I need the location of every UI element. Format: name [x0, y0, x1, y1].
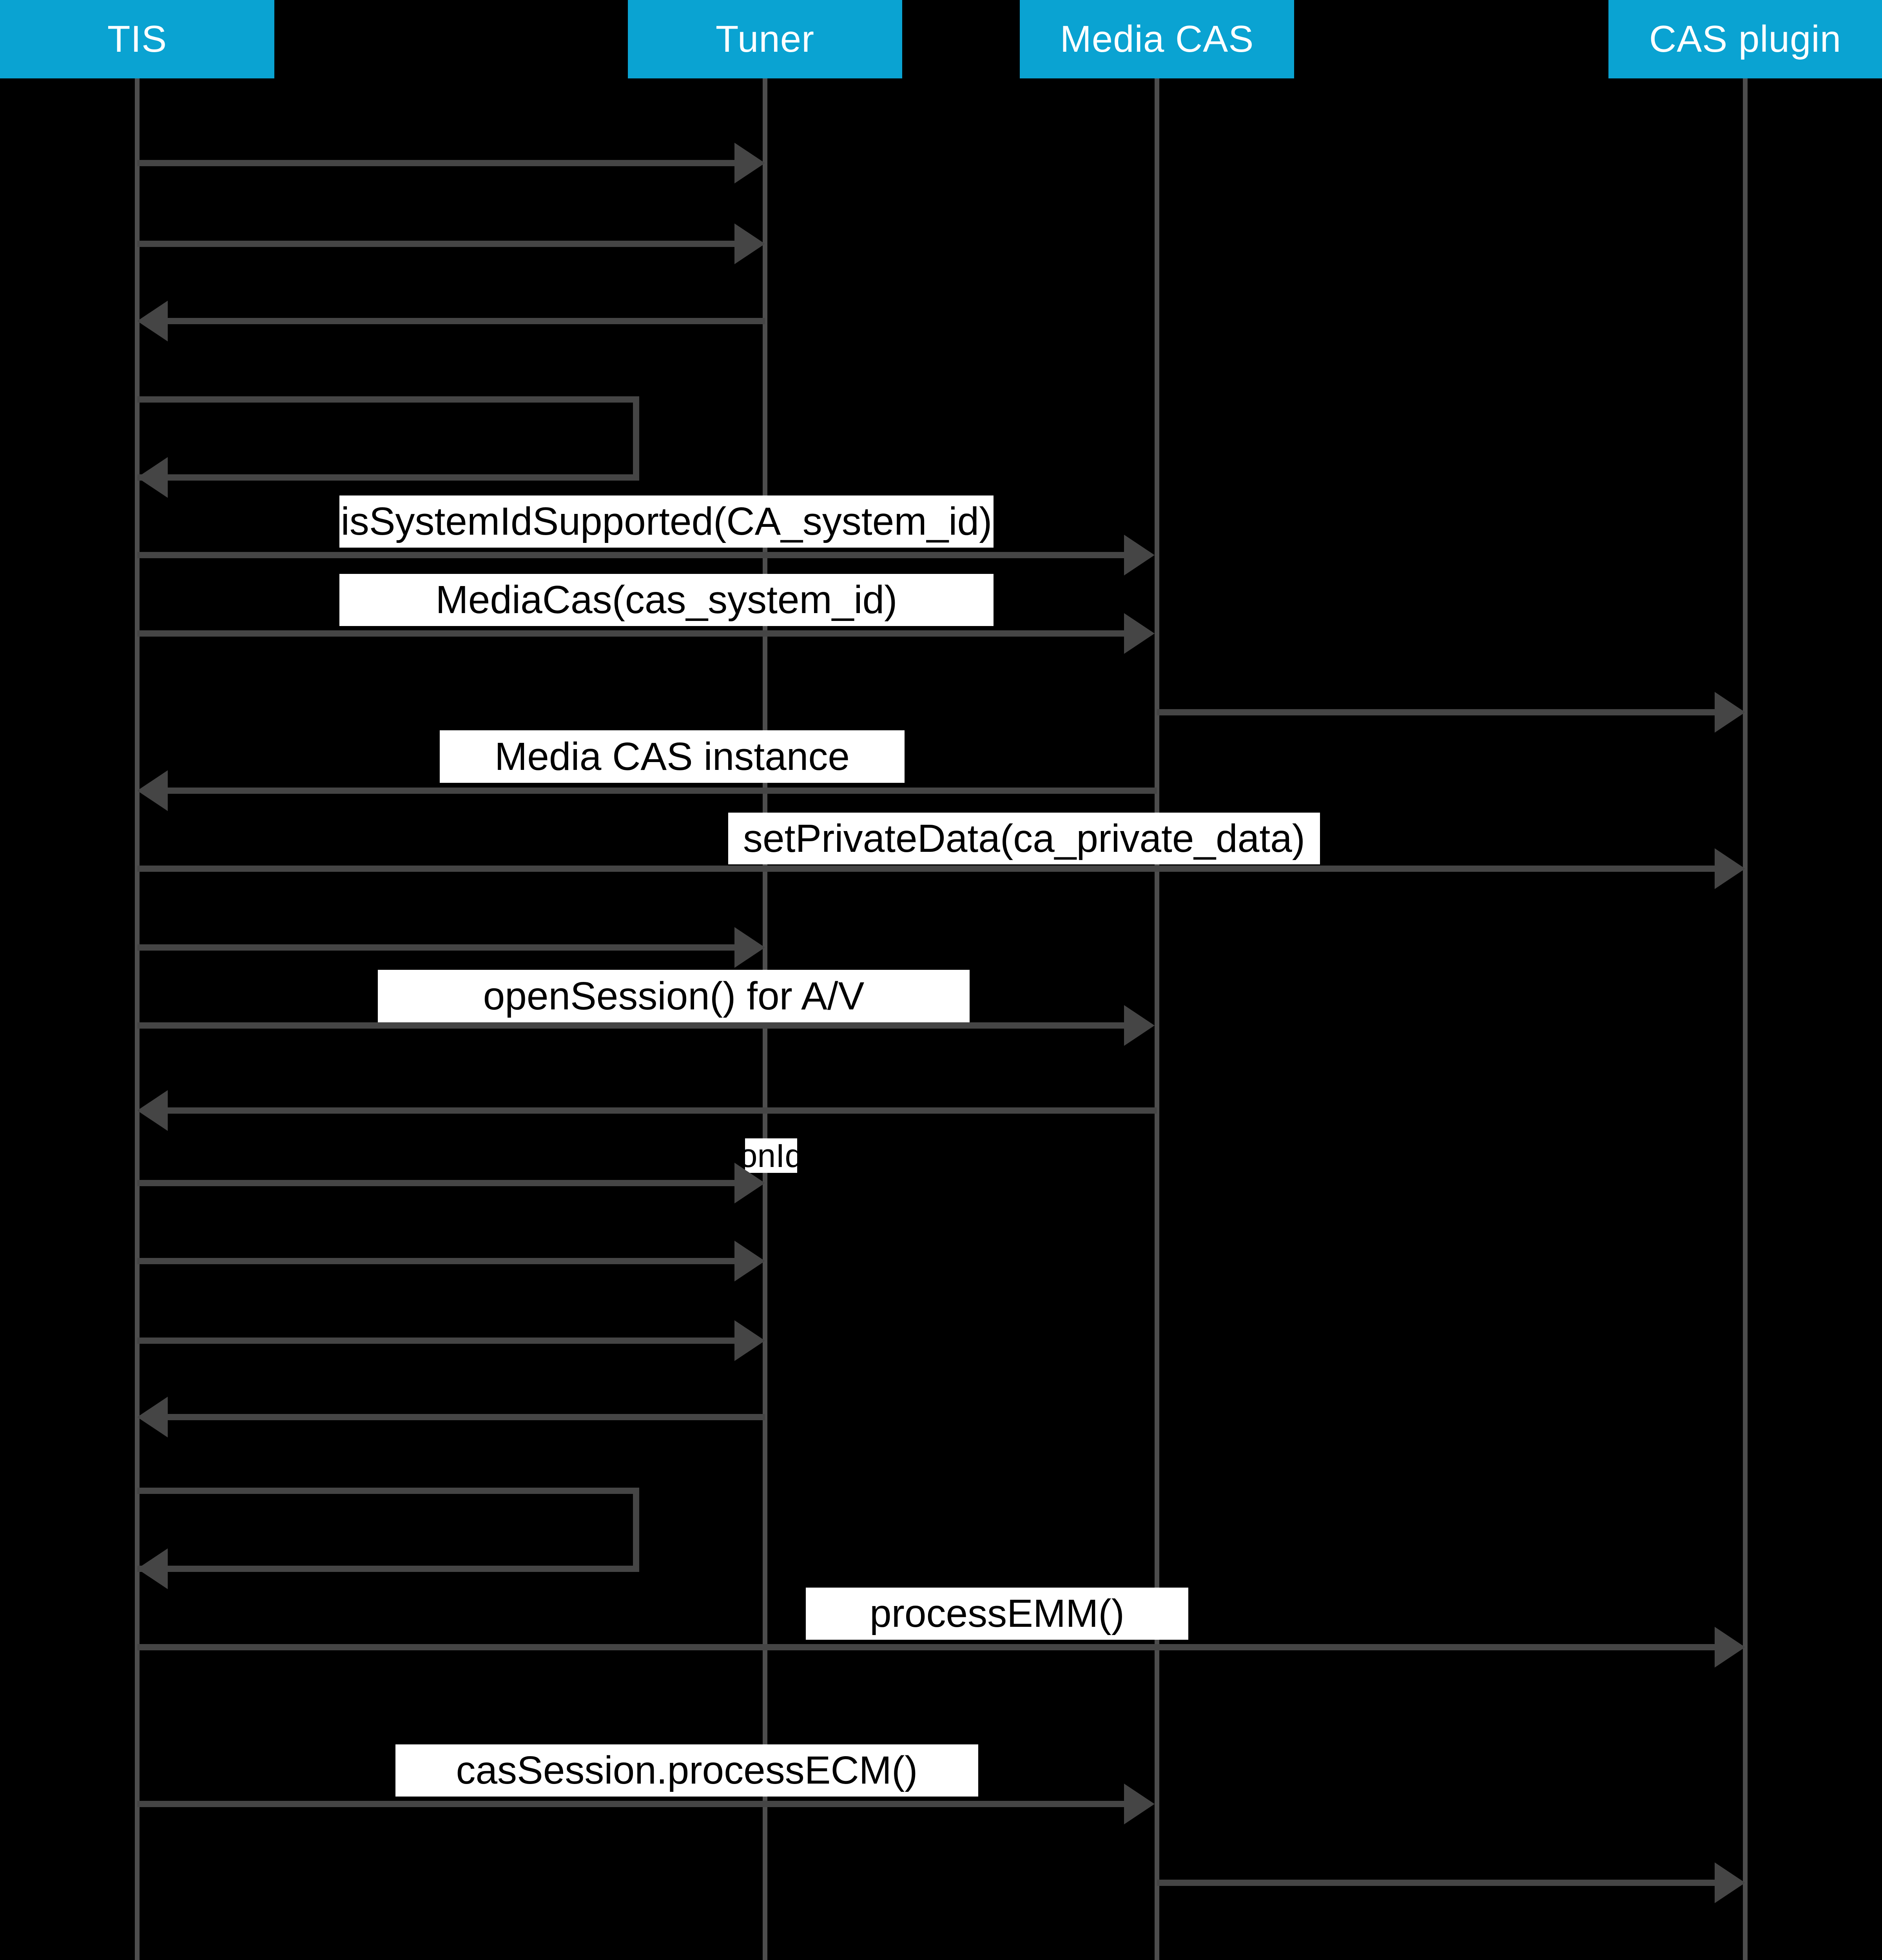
message-arrow: [137, 552, 1128, 558]
message-arrow: [165, 318, 765, 324]
message-arrow: [137, 1801, 1128, 1807]
message-arrow: [137, 1258, 736, 1264]
arrowhead-right-icon: [734, 223, 765, 264]
message-arrow: [137, 1022, 1128, 1029]
participant-top-cas-plugin: CAS plugin: [1608, 0, 1882, 78]
message-arrow: [137, 630, 1128, 637]
arrowhead-right-icon: [1124, 613, 1155, 654]
self-message-loop: [137, 396, 639, 481]
message-arrow: [165, 1414, 765, 1420]
participant-label: Tuner: [715, 18, 815, 60]
message-label-media-cas-ctor: MediaCas(cas_system_id): [339, 574, 994, 626]
arrowhead-right-icon: [1715, 848, 1745, 889]
arrowhead-right-icon: [1124, 1005, 1155, 1046]
arrowhead-left-icon: [137, 1548, 168, 1589]
arrowhead-left-icon: [137, 1397, 168, 1437]
message-arrow: [165, 788, 1157, 794]
arrowhead-right-icon: [1124, 535, 1155, 575]
participant-label: CAS plugin: [1649, 18, 1842, 60]
arrowhead-right-icon: [734, 1241, 765, 1281]
participant-top-media-cas: Media CAS: [1020, 0, 1294, 78]
message-arrow: [137, 944, 736, 951]
message-arrow: [137, 1180, 736, 1186]
message-arrow: [137, 1644, 1716, 1650]
participant-label: Media CAS: [1060, 18, 1254, 60]
arrowhead-right-icon: [1124, 1784, 1155, 1824]
participant-top-tuner: Tuner: [628, 0, 902, 78]
message-arrow: [1157, 709, 1716, 715]
message-label-open-session: openSession() for A/V: [378, 970, 970, 1022]
message-arrow: [137, 241, 736, 247]
message-label-process-ecm: casSession.processECM(): [395, 1744, 978, 1797]
message-arrow: [1157, 1880, 1716, 1886]
arrowhead-left-icon: [137, 770, 168, 811]
lifeline-tis: [135, 78, 140, 1960]
message-label-media-cas-instance: Media CAS instance: [440, 730, 905, 783]
arrowhead-left-icon: [137, 457, 168, 498]
message-label-is-system-id-supported: isSystemIdSupported(CA_system_id): [339, 495, 994, 548]
arrowhead-right-icon: [734, 143, 765, 183]
arrowhead-right-icon: [1715, 1862, 1745, 1903]
arrowhead-right-icon: [1715, 692, 1745, 733]
message-label-process-emm: processEMM(): [806, 1588, 1188, 1640]
participant-label: TIS: [107, 18, 167, 60]
message-arrow: [165, 1107, 1157, 1114]
message-arrow: [137, 866, 1716, 872]
arrowhead-left-icon: [137, 1090, 168, 1131]
arrowhead-right-icon: [734, 1163, 765, 1203]
arrowhead-left-icon: [137, 301, 168, 341]
message-label-set-private-data: setPrivateData(ca_private_data): [728, 813, 1320, 864]
participant-top-tis: TIS: [0, 0, 274, 78]
arrowhead-right-icon: [734, 1320, 765, 1361]
arrowhead-right-icon: [1715, 1627, 1745, 1668]
message-arrow: [137, 160, 736, 166]
self-message-loop: [137, 1488, 639, 1572]
message-arrow: [137, 1338, 736, 1344]
arrowhead-right-icon: [734, 927, 765, 968]
lifeline-media-cas: [1155, 78, 1159, 1960]
lifeline-cas-plugin: [1743, 78, 1748, 1960]
